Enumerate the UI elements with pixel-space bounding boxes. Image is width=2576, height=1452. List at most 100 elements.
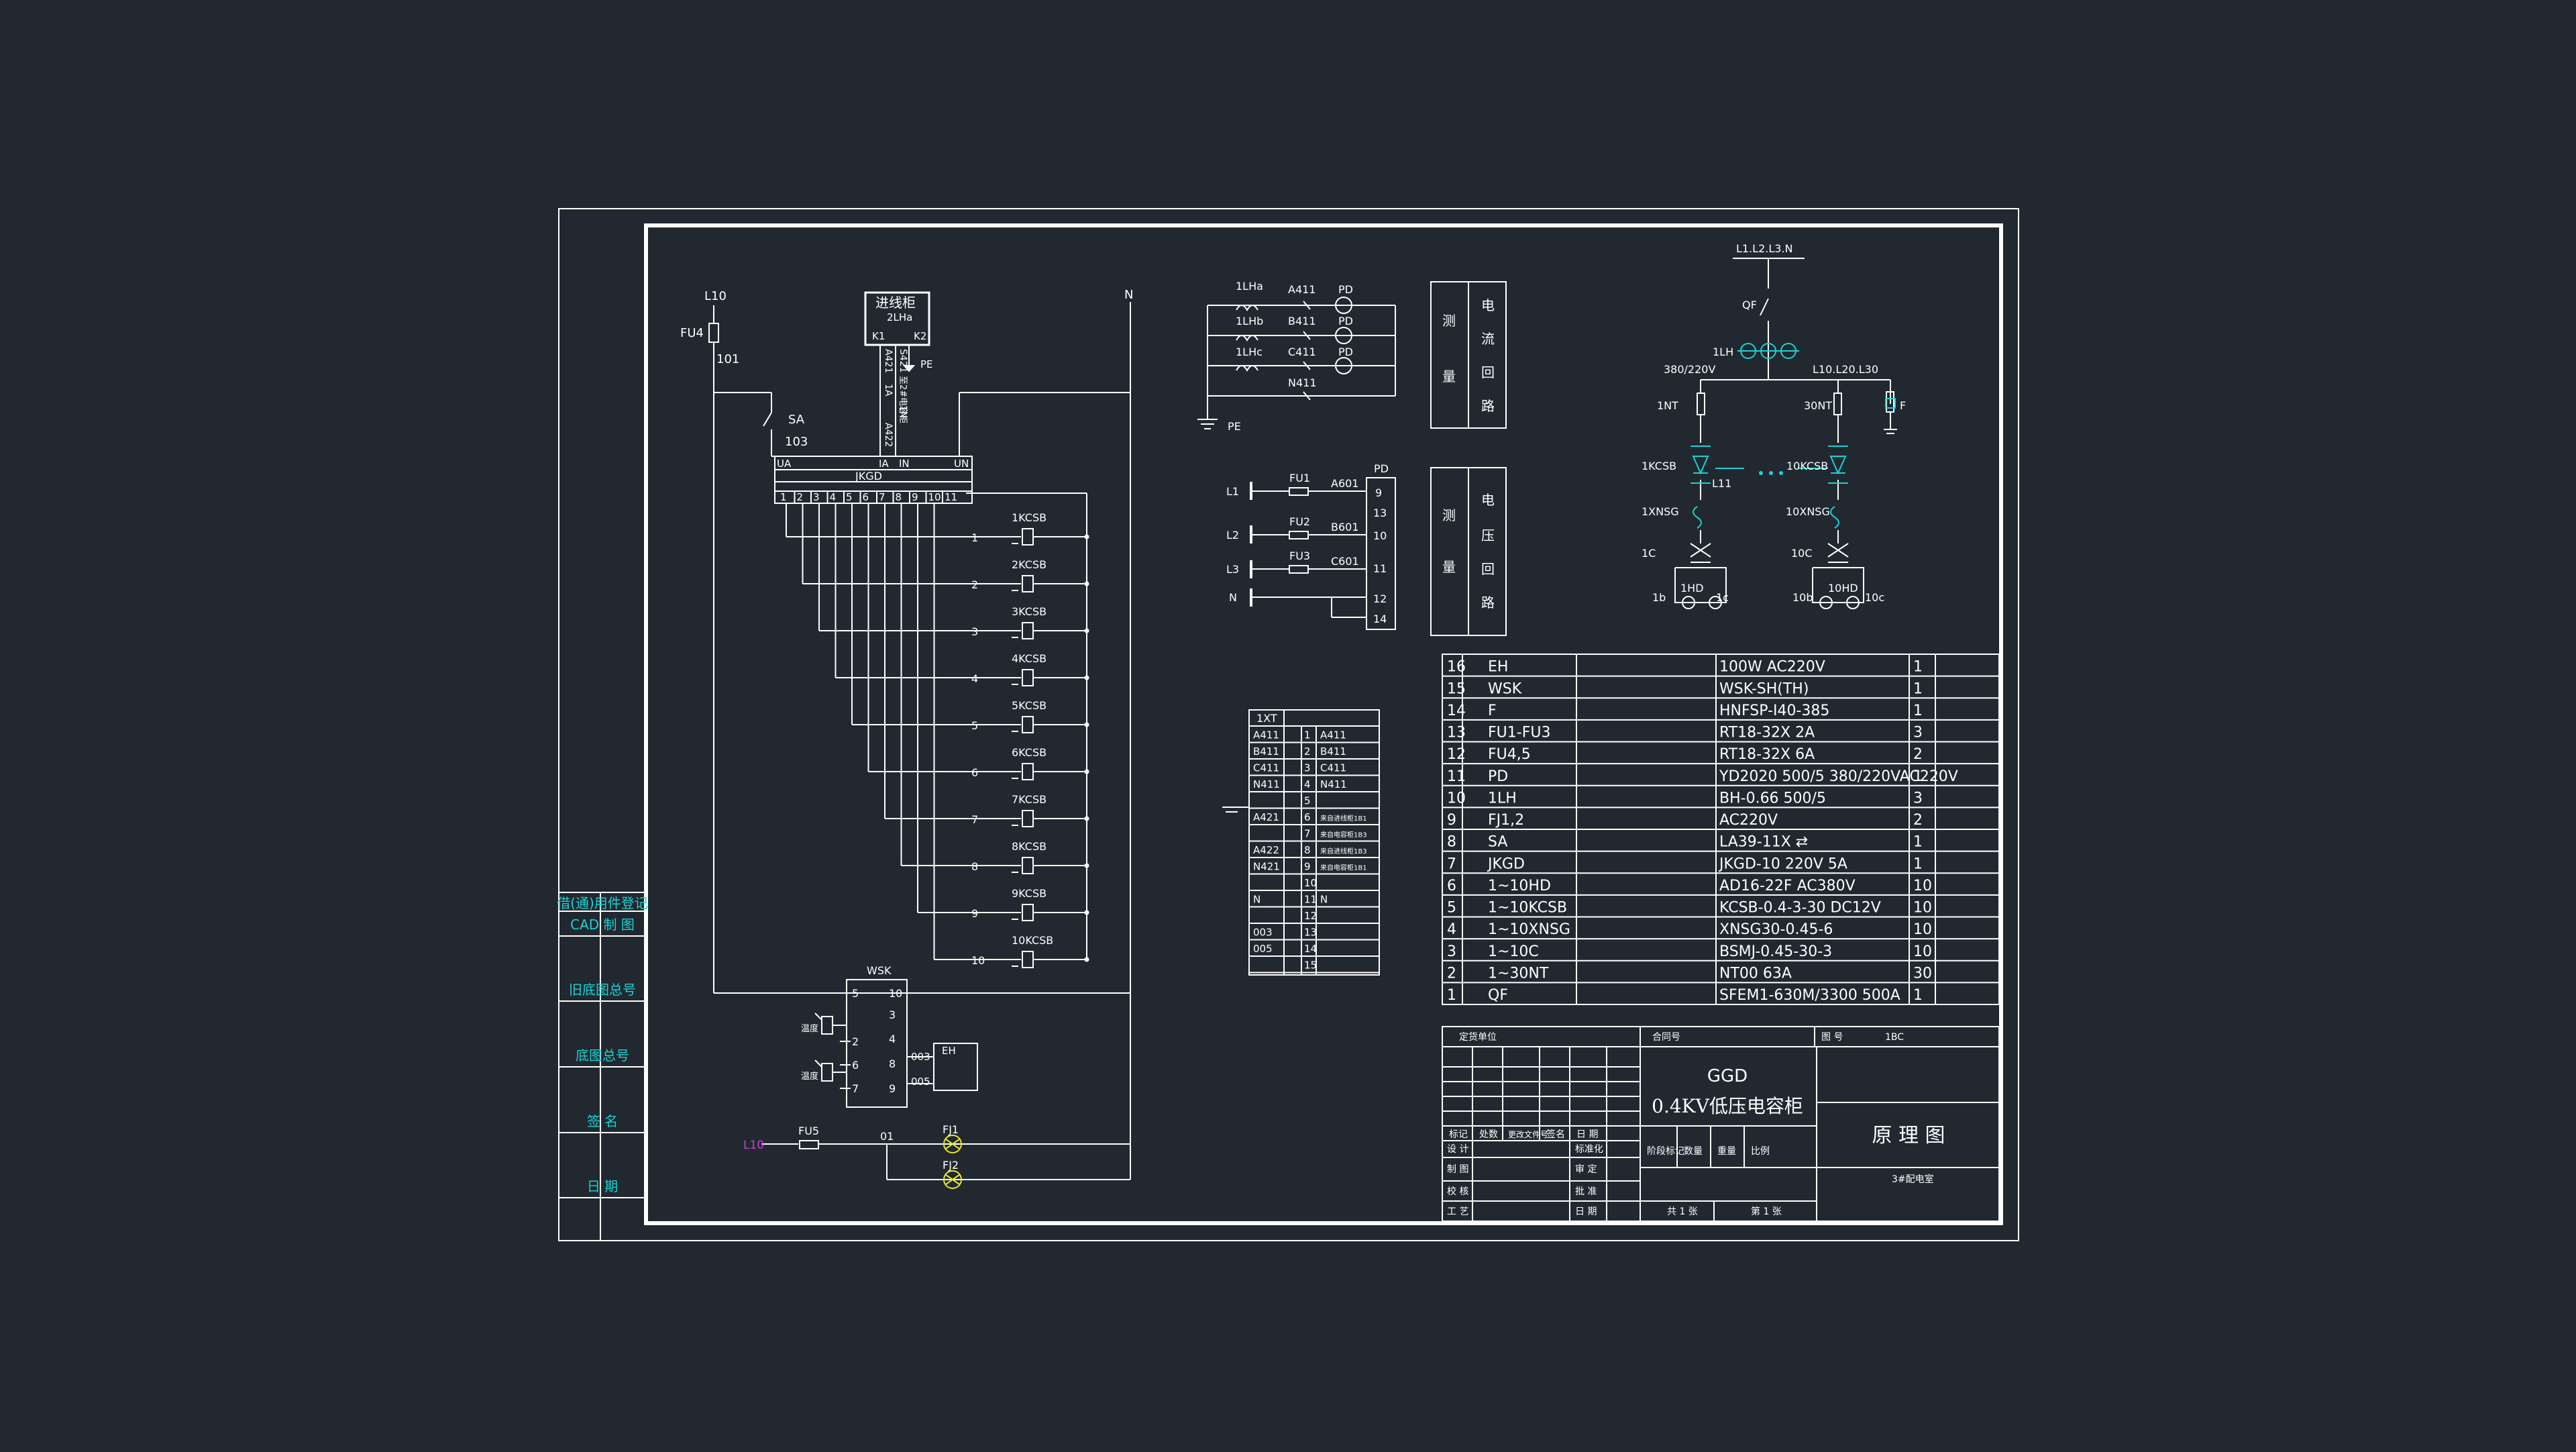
role-label: 日 期 xyxy=(1575,1206,1597,1217)
coil-number: 8 xyxy=(971,860,978,873)
label-eh: EH xyxy=(942,1045,956,1057)
kcsb-coil xyxy=(1022,810,1034,827)
label-incoming-cabinet: 进线柜 xyxy=(875,295,916,311)
cyan-components xyxy=(1690,343,1896,529)
terminal-right: B411 xyxy=(1320,745,1346,758)
line-label: N xyxy=(1229,591,1237,604)
part-code: 1LH xyxy=(1488,790,1517,807)
role-label: 批 准 xyxy=(1575,1186,1597,1197)
vertical-label: 流 xyxy=(1481,331,1495,347)
side-label: 底图总号 xyxy=(576,1047,629,1064)
fuse-fu5 xyxy=(799,1140,819,1149)
role-label: 设 计 xyxy=(1447,1144,1468,1155)
wire-n411: N411 xyxy=(1288,376,1317,389)
terminal-number: 9 xyxy=(1304,861,1311,873)
terminal-right: A411 xyxy=(1320,729,1346,741)
coil-number: 5 xyxy=(971,719,978,732)
part-code: 1~10HD xyxy=(1488,878,1551,894)
wsk-pin: 8 xyxy=(889,1057,896,1070)
pd-pin: 11 xyxy=(1373,562,1387,575)
heater-eh xyxy=(933,1043,978,1091)
vertical-label: 路 xyxy=(1481,398,1495,414)
label-01: 01 xyxy=(880,1130,894,1143)
label-fj2: FJ2 xyxy=(943,1159,959,1172)
terminal-right: C411 xyxy=(1320,762,1346,774)
kcsb-coil xyxy=(1022,528,1034,546)
part-code: EH xyxy=(1488,659,1508,676)
control-circuit xyxy=(708,291,1131,1180)
part-qty: 1 xyxy=(1913,987,1923,1004)
fan-fj1 xyxy=(943,1135,962,1153)
label-1xnsg: 1XNSG xyxy=(1642,505,1679,518)
rev-header: 更改文件号 xyxy=(1508,1129,1548,1139)
product-model: GGD xyxy=(1707,1066,1748,1086)
part-code: 1~10KCSB xyxy=(1488,900,1567,917)
part-qty: 10 xyxy=(1913,900,1932,917)
stage-header: 比例 xyxy=(1751,1146,1770,1157)
wire-label: C601 xyxy=(1331,555,1359,568)
sheets-total: 共 1 张 xyxy=(1667,1206,1698,1217)
coil-number: 9 xyxy=(971,907,978,920)
part-code: QF xyxy=(1488,987,1508,1004)
side-label-column: 借(通)用件登记 CAD 制 图 旧底图总号 底图总号 签 名 日 期 xyxy=(557,895,648,1194)
label-l11: L11 xyxy=(1712,477,1731,490)
part-spec: SFEM1-630M/3300 500A xyxy=(1719,987,1900,1004)
label-pe: PE xyxy=(1228,420,1241,433)
part-code: 1~10C xyxy=(1488,943,1539,960)
part-spec: RT18-32X 6A xyxy=(1719,746,1815,763)
product-name: 0.4KV低压电容柜 xyxy=(1652,1095,1803,1117)
vertical-label: 回 xyxy=(1481,561,1495,577)
jkgd-pin: 5 xyxy=(846,491,853,503)
kcsb-coil xyxy=(1022,669,1034,686)
label-1lh: 1LH xyxy=(1713,346,1733,358)
part-code: 1~10XNSG xyxy=(1488,921,1570,938)
wire-label: A422 xyxy=(883,423,894,447)
terminal-title: 1XT xyxy=(1256,712,1277,725)
role-label: 标准化 xyxy=(1575,1144,1603,1155)
vertical-label: 测 xyxy=(1442,507,1456,523)
label-l10: L10 xyxy=(704,289,727,303)
title-block xyxy=(1442,1026,2000,1222)
label-wsk: WSK xyxy=(867,964,892,977)
fuse-label: FU2 xyxy=(1289,515,1310,528)
part-qty: 2 xyxy=(1913,746,1923,763)
coil-number: 10 xyxy=(971,954,985,967)
coil-number: 2 xyxy=(971,578,978,591)
coil-label: 6KCSB xyxy=(1012,746,1046,759)
part-spec: JKGD-10 220V 5A xyxy=(1718,855,1847,872)
wsk-pin: 10 xyxy=(889,987,902,1000)
part-qty: 3 xyxy=(1913,790,1923,807)
rev-header: 处数 xyxy=(1479,1129,1498,1140)
line-label: L1 xyxy=(1226,485,1239,498)
kcsb-coil xyxy=(1022,575,1034,592)
part-no: 11 xyxy=(1447,768,1466,785)
coil-label: 7KCSB xyxy=(1012,793,1046,806)
pd-label: PD xyxy=(1338,315,1353,327)
terminal-number: 11 xyxy=(1304,894,1317,906)
part-qty: 10 xyxy=(1913,943,1932,960)
coil-label: 5KCSB xyxy=(1012,699,1046,712)
part-qty: 3 xyxy=(1913,725,1923,741)
part-no: 2 xyxy=(1447,965,1456,982)
part-spec: WSK-SH(TH) xyxy=(1719,680,1809,697)
pd-terminal-box xyxy=(1366,477,1396,630)
side-label: 日 期 xyxy=(587,1178,618,1194)
coil-label: 4KCSB xyxy=(1012,652,1046,665)
part-code: F xyxy=(1488,703,1497,719)
side-label: 旧底图总号 xyxy=(569,982,636,998)
label-1b: 1b xyxy=(1652,591,1666,604)
part-spec: 100W AC220V xyxy=(1719,659,1825,676)
role-label: 审 定 xyxy=(1575,1164,1597,1175)
part-code: 1~30NT xyxy=(1488,965,1549,982)
terminal-number: 10 xyxy=(1304,877,1317,889)
vertical-label: 压 xyxy=(1481,527,1495,543)
jkgd-pin: 10 xyxy=(928,491,941,503)
terminal-number: 13 xyxy=(1304,927,1317,939)
part-code: FU1-FU3 xyxy=(1488,725,1550,741)
kcsb-coil xyxy=(1022,622,1034,639)
drawing-name: 原 理 图 xyxy=(1872,1124,1945,1147)
label-k2: K2 xyxy=(914,330,926,342)
vertical-label: 电 xyxy=(1481,492,1495,508)
part-code: FU4,5 xyxy=(1488,746,1531,763)
